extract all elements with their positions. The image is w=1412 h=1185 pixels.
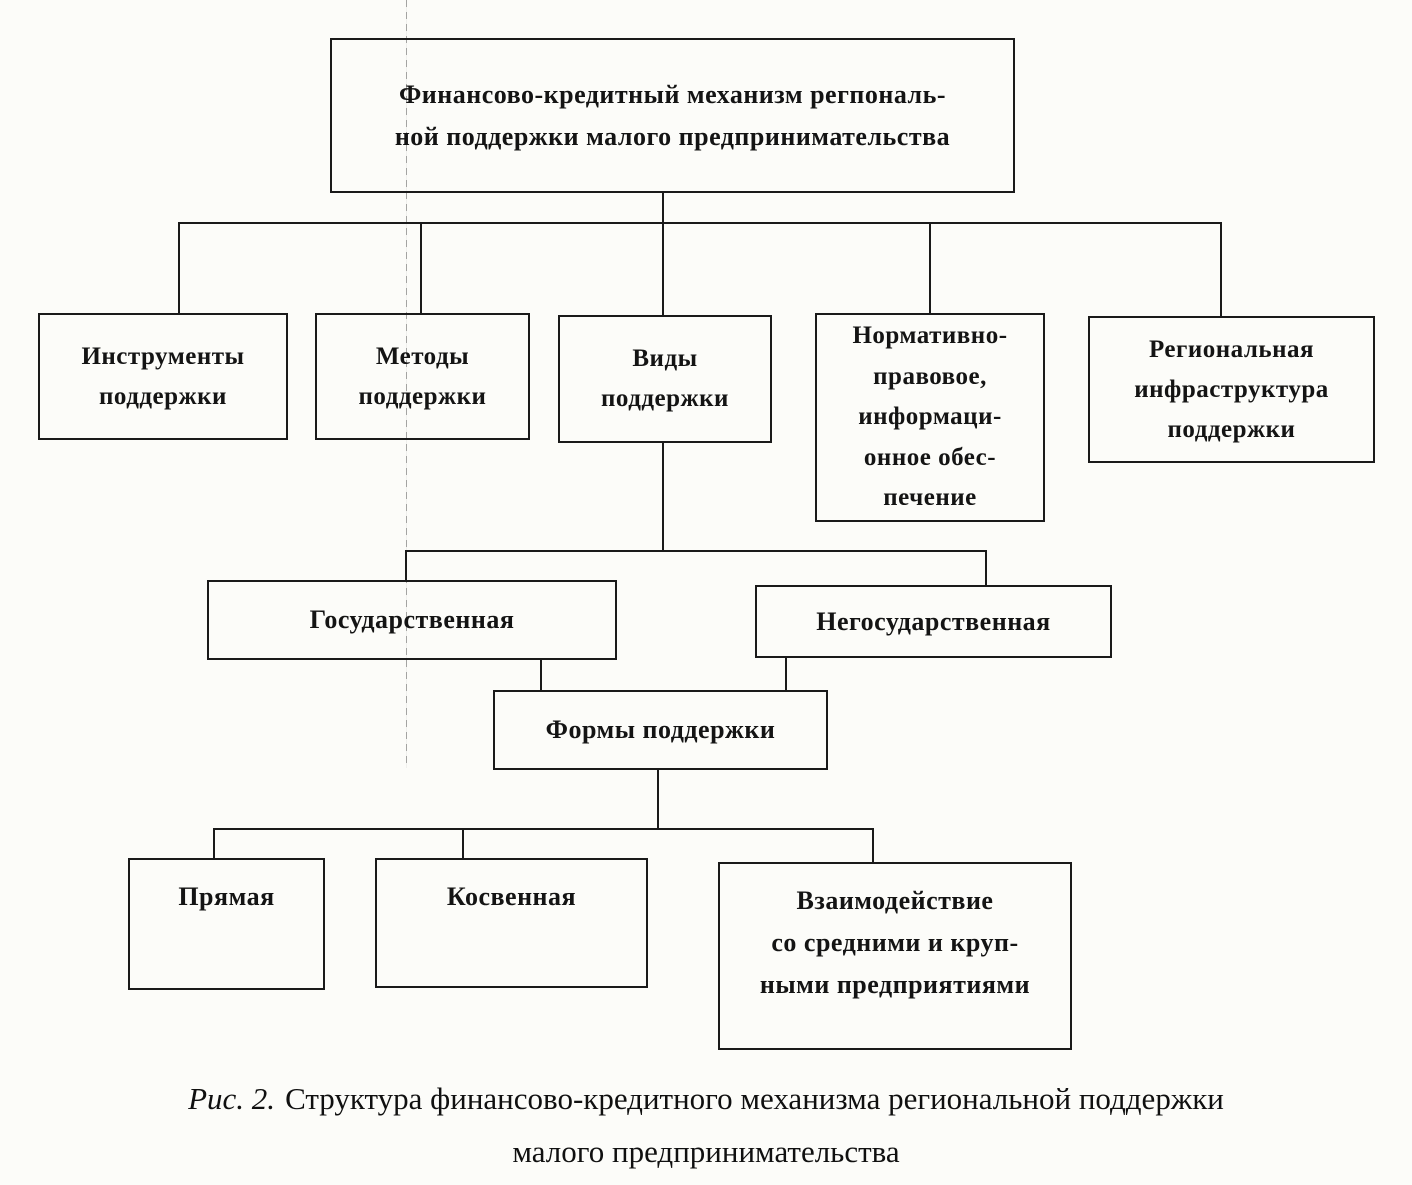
node-indirect: Косвенная (375, 858, 648, 988)
node-interaction: Взаимодействие со средними и круп- ными … (718, 862, 1072, 1050)
connector-drop-instruments (178, 222, 180, 313)
connector-nonstate-forms (785, 658, 787, 690)
node-infrastructure-line: Региональная (1148, 335, 1315, 363)
connector-bottom-horizontal (213, 828, 874, 830)
figure-caption-text: Структура финансово-кредитного механизма… (285, 1081, 1224, 1116)
node-direct-line: Прямая (178, 882, 275, 911)
node-interaction-line: со средними и круп- (771, 928, 1019, 958)
node-interaction-line: Взаимодействие (796, 886, 994, 915)
connector-drop-nonstate (985, 550, 987, 585)
node-infrastructure-line: поддержки (1167, 415, 1296, 443)
node-instruments-line: поддержки (99, 382, 227, 410)
node-indirect-line: Косвенная (446, 882, 577, 911)
connector-mid-horizontal (405, 550, 987, 552)
figure-caption: Рис. 2. Структура финансово-кредитного ме… (0, 1076, 1412, 1175)
connector-drop-interaction (872, 828, 874, 862)
node-types-line: Виды (632, 345, 698, 372)
node-legal-info-line: Нормативно- (852, 322, 1008, 350)
node-types: Виды поддержки (558, 315, 772, 443)
node-methods-line: поддержки (358, 382, 487, 410)
node-root-line: Финансово-кредитный механизм регпональ- (398, 79, 947, 109)
scan-artifact-line (406, 0, 407, 768)
node-non-state: Негосударственная (755, 585, 1112, 658)
node-forms-line: Формы поддержки (545, 715, 776, 745)
node-legal-info-line: онное обес- (863, 443, 997, 471)
node-methods: Методы поддержки (315, 313, 530, 440)
figure-caption-line1: Рис. 2. Структура финансово-кредитного ме… (0, 1076, 1412, 1123)
connector-drop-direct (213, 828, 215, 858)
node-legal-info-line: информаци- (858, 403, 1002, 431)
connector-forms-stem (657, 770, 659, 828)
connector-drop-methods (420, 222, 422, 313)
connector-drop-infrastructure (1220, 222, 1222, 316)
node-infrastructure: Региональная инфраструктура поддержки (1088, 316, 1375, 463)
node-methods-line: Методы (375, 342, 470, 370)
connector-root-stem (662, 193, 664, 315)
node-non-state-line: Негосударственная (816, 606, 1051, 636)
connector-state-forms (540, 660, 542, 690)
node-legal-info-line: правовое, (873, 362, 987, 390)
node-legal-info-line: печение (883, 484, 977, 512)
node-infrastructure-line: инфраструктура (1134, 375, 1329, 403)
node-direct: Прямая (128, 858, 325, 990)
connector-drop-state (405, 550, 407, 580)
node-forms: Формы поддержки (493, 690, 828, 770)
connector-top-horizontal (178, 222, 1222, 224)
connector-drop-indirect (462, 828, 464, 858)
connector-drop-legal (929, 222, 931, 313)
node-legal-info: Нормативно- правовое, информаци- онное о… (815, 313, 1045, 522)
connector-types-stem (662, 443, 664, 550)
figure-caption-line2: малого предпринимательства (512, 1133, 900, 1169)
node-root-line: ной поддержки малого предпринимательства (394, 121, 951, 151)
node-instruments: Инструменты поддержки (38, 313, 288, 440)
node-instruments-line: Инструменты (81, 342, 245, 370)
node-state-line: Государственная (309, 605, 515, 635)
node-state: Государственная (207, 580, 617, 660)
node-root: Финансово-кредитный механизм регпональ- … (330, 38, 1015, 193)
node-types-line: поддержки (601, 385, 729, 412)
node-interaction-line: ными предприятиями (759, 970, 1031, 1000)
figure-caption-number: Рис. 2. (188, 1081, 276, 1116)
